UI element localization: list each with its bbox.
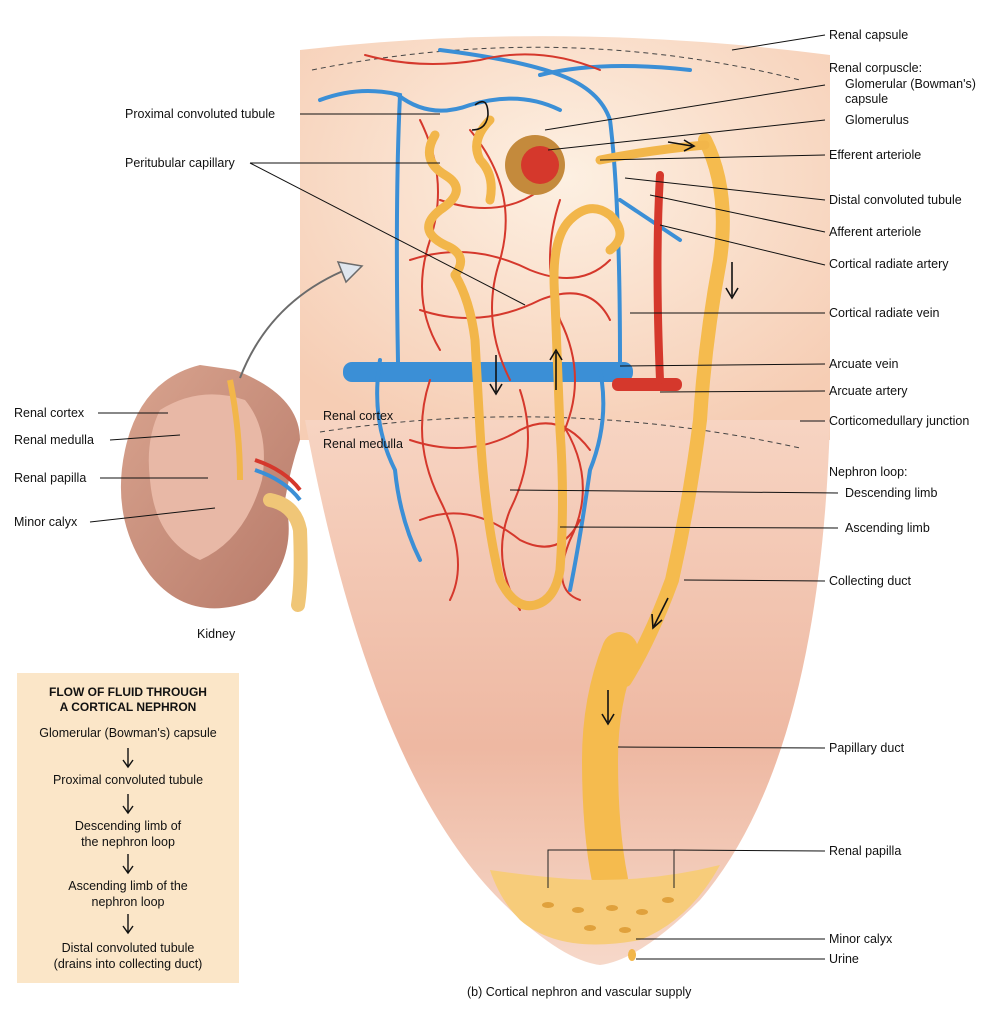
- label-distal-convoluted-tubule: Distal convoluted tubule: [829, 193, 962, 207]
- flow-arrow-1: [122, 748, 134, 769]
- label-corticomedullary-junction: Corticomedullary junction: [829, 414, 970, 428]
- label-descending-limb: Descending limb: [845, 486, 938, 500]
- label-urine: Urine: [829, 952, 859, 966]
- papillary-duct-shape: [581, 632, 638, 898]
- arcuate-artery-shape: [612, 378, 682, 391]
- label-arcuate-vein: Arcuate vein: [829, 357, 899, 371]
- flow-step-2: Proximal convoluted tubule: [52, 773, 204, 787]
- renal-papilla-bracket: [547, 849, 675, 888]
- label-papillary-duct: Papillary duct: [829, 741, 905, 755]
- flow-step-4: Ascending limb of the nephron loop: [68, 879, 188, 909]
- label-afferent-arteriole: Afferent arteriole: [829, 225, 922, 239]
- label-minor-calyx-right: Minor calyx: [829, 932, 893, 946]
- flow-arrow-3: [122, 854, 134, 875]
- label-proximal-convoluted-tubule: Proximal convoluted tubule: [125, 107, 276, 121]
- label-peritubular-capillary: Peritubular capillary: [125, 156, 235, 170]
- label-renal-medulla-inner: Renal medulla: [323, 437, 403, 451]
- label-efferent-arteriole: Efferent arteriole: [829, 148, 922, 162]
- flow-step-1: Glomerular (Bowman's) capsule: [39, 726, 217, 740]
- arcuate-vein-shape: [343, 362, 633, 382]
- glomerulus-shape: [521, 146, 559, 184]
- label-renal-cortex-inner: Renal cortex: [323, 409, 394, 423]
- magnify-arrow-head: [336, 261, 364, 284]
- leader-lines: [89, 34, 839, 960]
- label-renal-cortex-left: Renal cortex: [14, 406, 85, 420]
- flow-arrows: [471, 100, 739, 726]
- medulla-region: [305, 420, 830, 965]
- label-arcuate-artery: Arcuate artery: [829, 384, 908, 398]
- flow-box: FLOW OF FLUID THROUGH A CORTICAL NEPHRON…: [17, 673, 239, 983]
- calyx-pores: [542, 897, 674, 933]
- label-renal-medulla-left: Renal medulla: [14, 433, 94, 447]
- label-ascending-limb: Ascending limb: [845, 521, 930, 535]
- cortical-radiate-artery-shape: [653, 171, 664, 384]
- magnify-arrow: [239, 267, 351, 379]
- venous-network: [318, 48, 692, 592]
- label-renal-capsule: Renal capsule: [829, 28, 909, 42]
- label-glomerular-capsule: Glomerular (Bowman's) capsule: [845, 77, 976, 106]
- label-cortical-radiate-artery: Cortical radiate artery: [829, 257, 949, 271]
- flow-step-3: Descending limb of the nephron loop: [74, 819, 182, 849]
- kidney-illustration: [120, 365, 308, 612]
- label-minor-calyx-left: Minor calyx: [14, 515, 78, 529]
- flow-step-5: Distal convoluted tubule (drains into co…: [53, 941, 203, 971]
- flow-box-title: FLOW OF FLUID THROUGH A CORTICAL NEPHRON: [49, 685, 207, 714]
- urine-drop: [628, 949, 636, 961]
- label-collecting-duct: Collecting duct: [829, 574, 911, 588]
- nephron-tubule: [424, 115, 625, 611]
- flow-arrow-4: [122, 914, 134, 935]
- label-renal-corpuscle: Renal corpuscle:: [829, 61, 923, 75]
- flow-arrow-2: [122, 794, 134, 815]
- label-renal-papilla-left: Renal papilla: [14, 471, 87, 485]
- collecting-duct-shape: [618, 133, 730, 687]
- label-renal-papilla-right: Renal papilla: [829, 844, 902, 858]
- figure-caption: (b) Cortical nephron and vascular supply: [467, 985, 692, 999]
- corticomedullary-line: [319, 416, 801, 449]
- label-nephron-loop: Nephron loop:: [829, 465, 908, 479]
- label-cortical-radiate-vein: Cortical radiate vein: [829, 306, 940, 320]
- label-kidney: Kidney: [197, 627, 236, 641]
- label-glomerulus: Glomerulus: [845, 113, 909, 127]
- renal-capsule-line: [311, 46, 801, 81]
